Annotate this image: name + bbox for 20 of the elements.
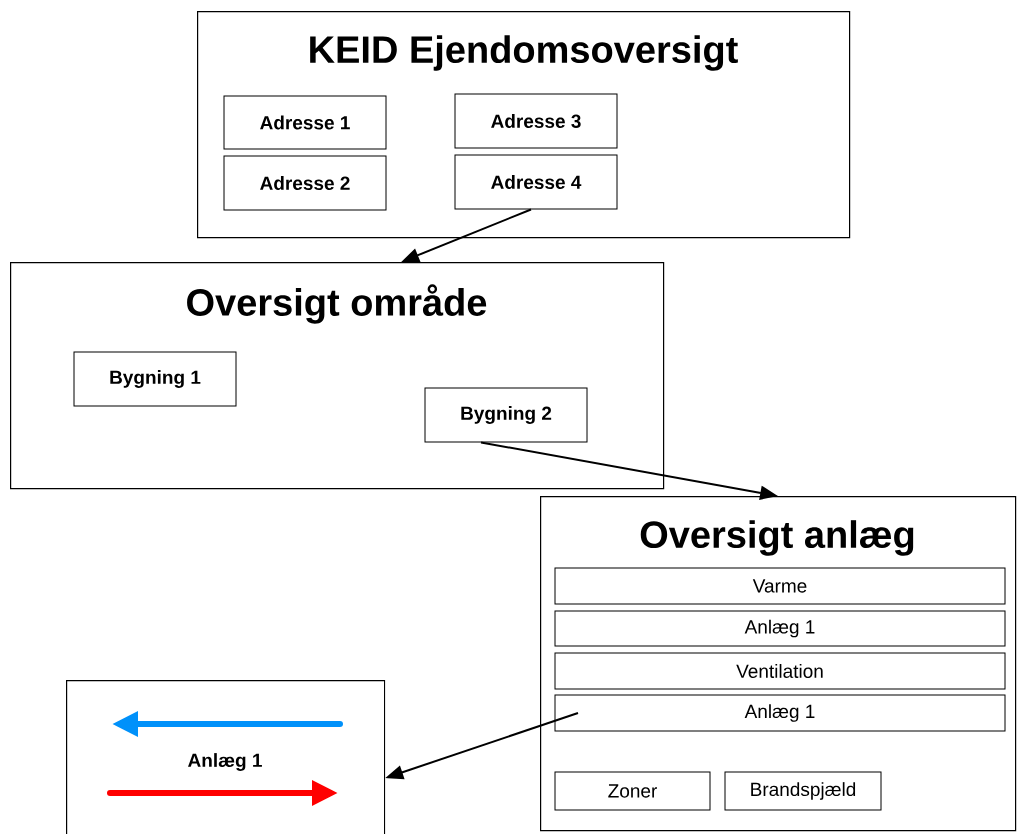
panel-title: Oversigt anlæg (640, 520, 914, 556)
item-box: Ventilation (554, 652, 1006, 690)
panel-title: Oversigt område (187, 284, 487, 324)
item-box: Adresse 2 (223, 155, 387, 211)
item-box: Anlæg 1 (554, 610, 1006, 647)
item-box: Adresse 1 (223, 95, 387, 150)
item-box: Varme (554, 567, 1006, 605)
panel (540, 496, 1017, 832)
panel-label: Anlæg 1 (188, 753, 262, 771)
item-box: Bygning 2 (424, 387, 588, 443)
item-box: Adresse 4 (454, 154, 618, 210)
panel (10, 262, 665, 490)
panel (197, 11, 851, 239)
item-box: Anlæg 1 (554, 694, 1006, 732)
item-box: Bygning 1 (73, 351, 237, 407)
item-box: Zoner (554, 771, 711, 811)
panel-title: KEID Ejendomsoversigt (310, 35, 738, 71)
item-box: Brandspjæld (724, 771, 882, 811)
item-box: Adresse 3 (454, 93, 618, 149)
panel (66, 680, 386, 834)
